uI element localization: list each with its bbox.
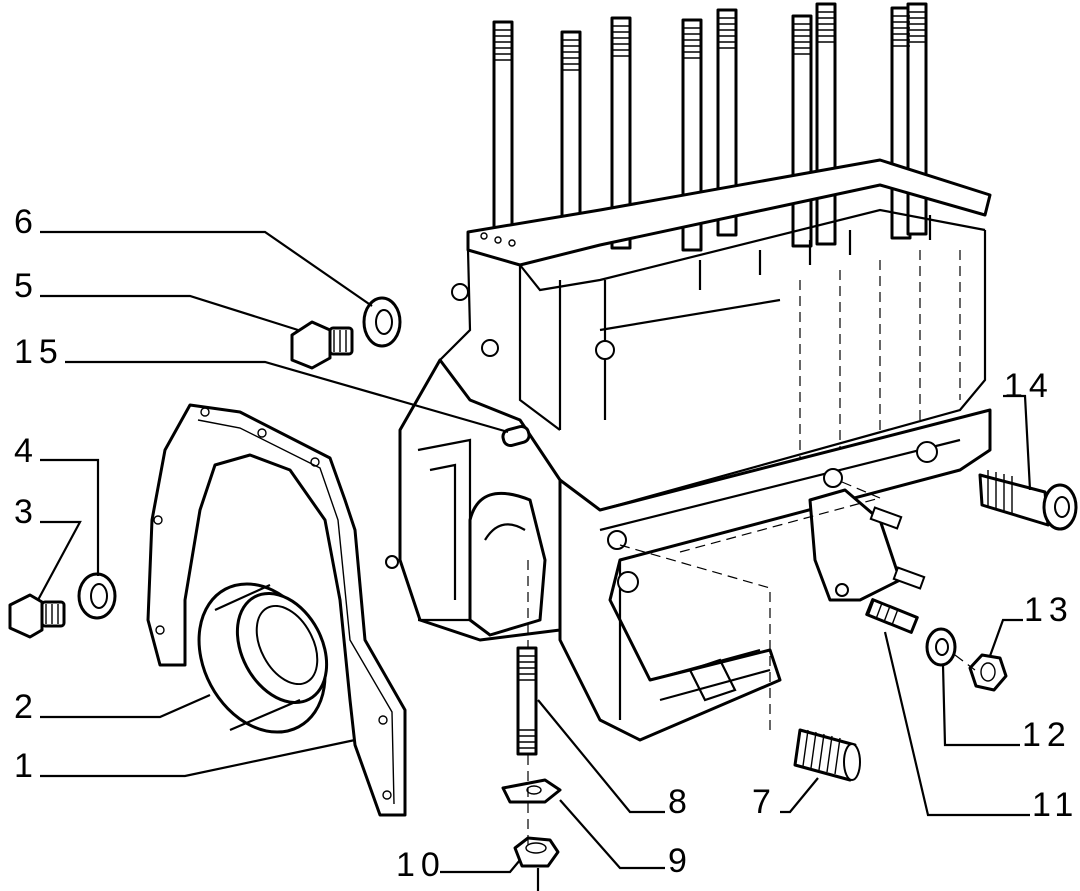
part-14-threaded-plug	[978, 470, 1078, 531]
callout-12: 12	[1022, 716, 1072, 754]
callout-7: 7	[752, 783, 777, 821]
callout-5: 5	[14, 267, 39, 305]
part-2-oil-seal	[197, 582, 329, 734]
mounting-bracket	[808, 488, 926, 602]
leader-lines	[37, 230, 1032, 891]
callout-10: 10	[396, 846, 446, 884]
part-10-nut	[513, 836, 560, 868]
part-3-plug	[8, 593, 66, 639]
head-studs	[492, 2, 928, 252]
callout-11: 11	[1032, 786, 1079, 824]
part-1-rear-cover-plate	[146, 403, 407, 817]
part-12-washer	[925, 627, 957, 667]
part-15-dowel-pin	[501, 424, 531, 448]
part-7-threaded-insert	[793, 728, 861, 782]
callout-15: 15	[14, 333, 64, 371]
part-11-stud	[865, 598, 919, 634]
engine-block	[385, 2, 992, 742]
part-8-stud	[516, 646, 538, 756]
callout-labels: 6 5 15 4 3 2 1 14 13 12 11 7 8 9 10	[14, 203, 1079, 884]
callout-1: 1	[14, 747, 39, 785]
callout-13: 13	[1024, 591, 1074, 629]
part-13-nut	[968, 653, 1008, 692]
callout-14: 14	[1004, 367, 1054, 405]
part-9-tab-washer	[501, 778, 562, 804]
part-6-washer	[362, 296, 402, 348]
part-5-plug	[290, 320, 354, 370]
callout-4: 4	[14, 432, 39, 470]
part-4-washer	[77, 572, 117, 620]
callout-3: 3	[14, 493, 39, 531]
callout-6: 6	[14, 203, 39, 241]
callout-9: 9	[668, 842, 693, 880]
callout-8: 8	[668, 783, 693, 821]
assembly-guides	[527, 481, 976, 848]
callout-2: 2	[14, 688, 39, 726]
